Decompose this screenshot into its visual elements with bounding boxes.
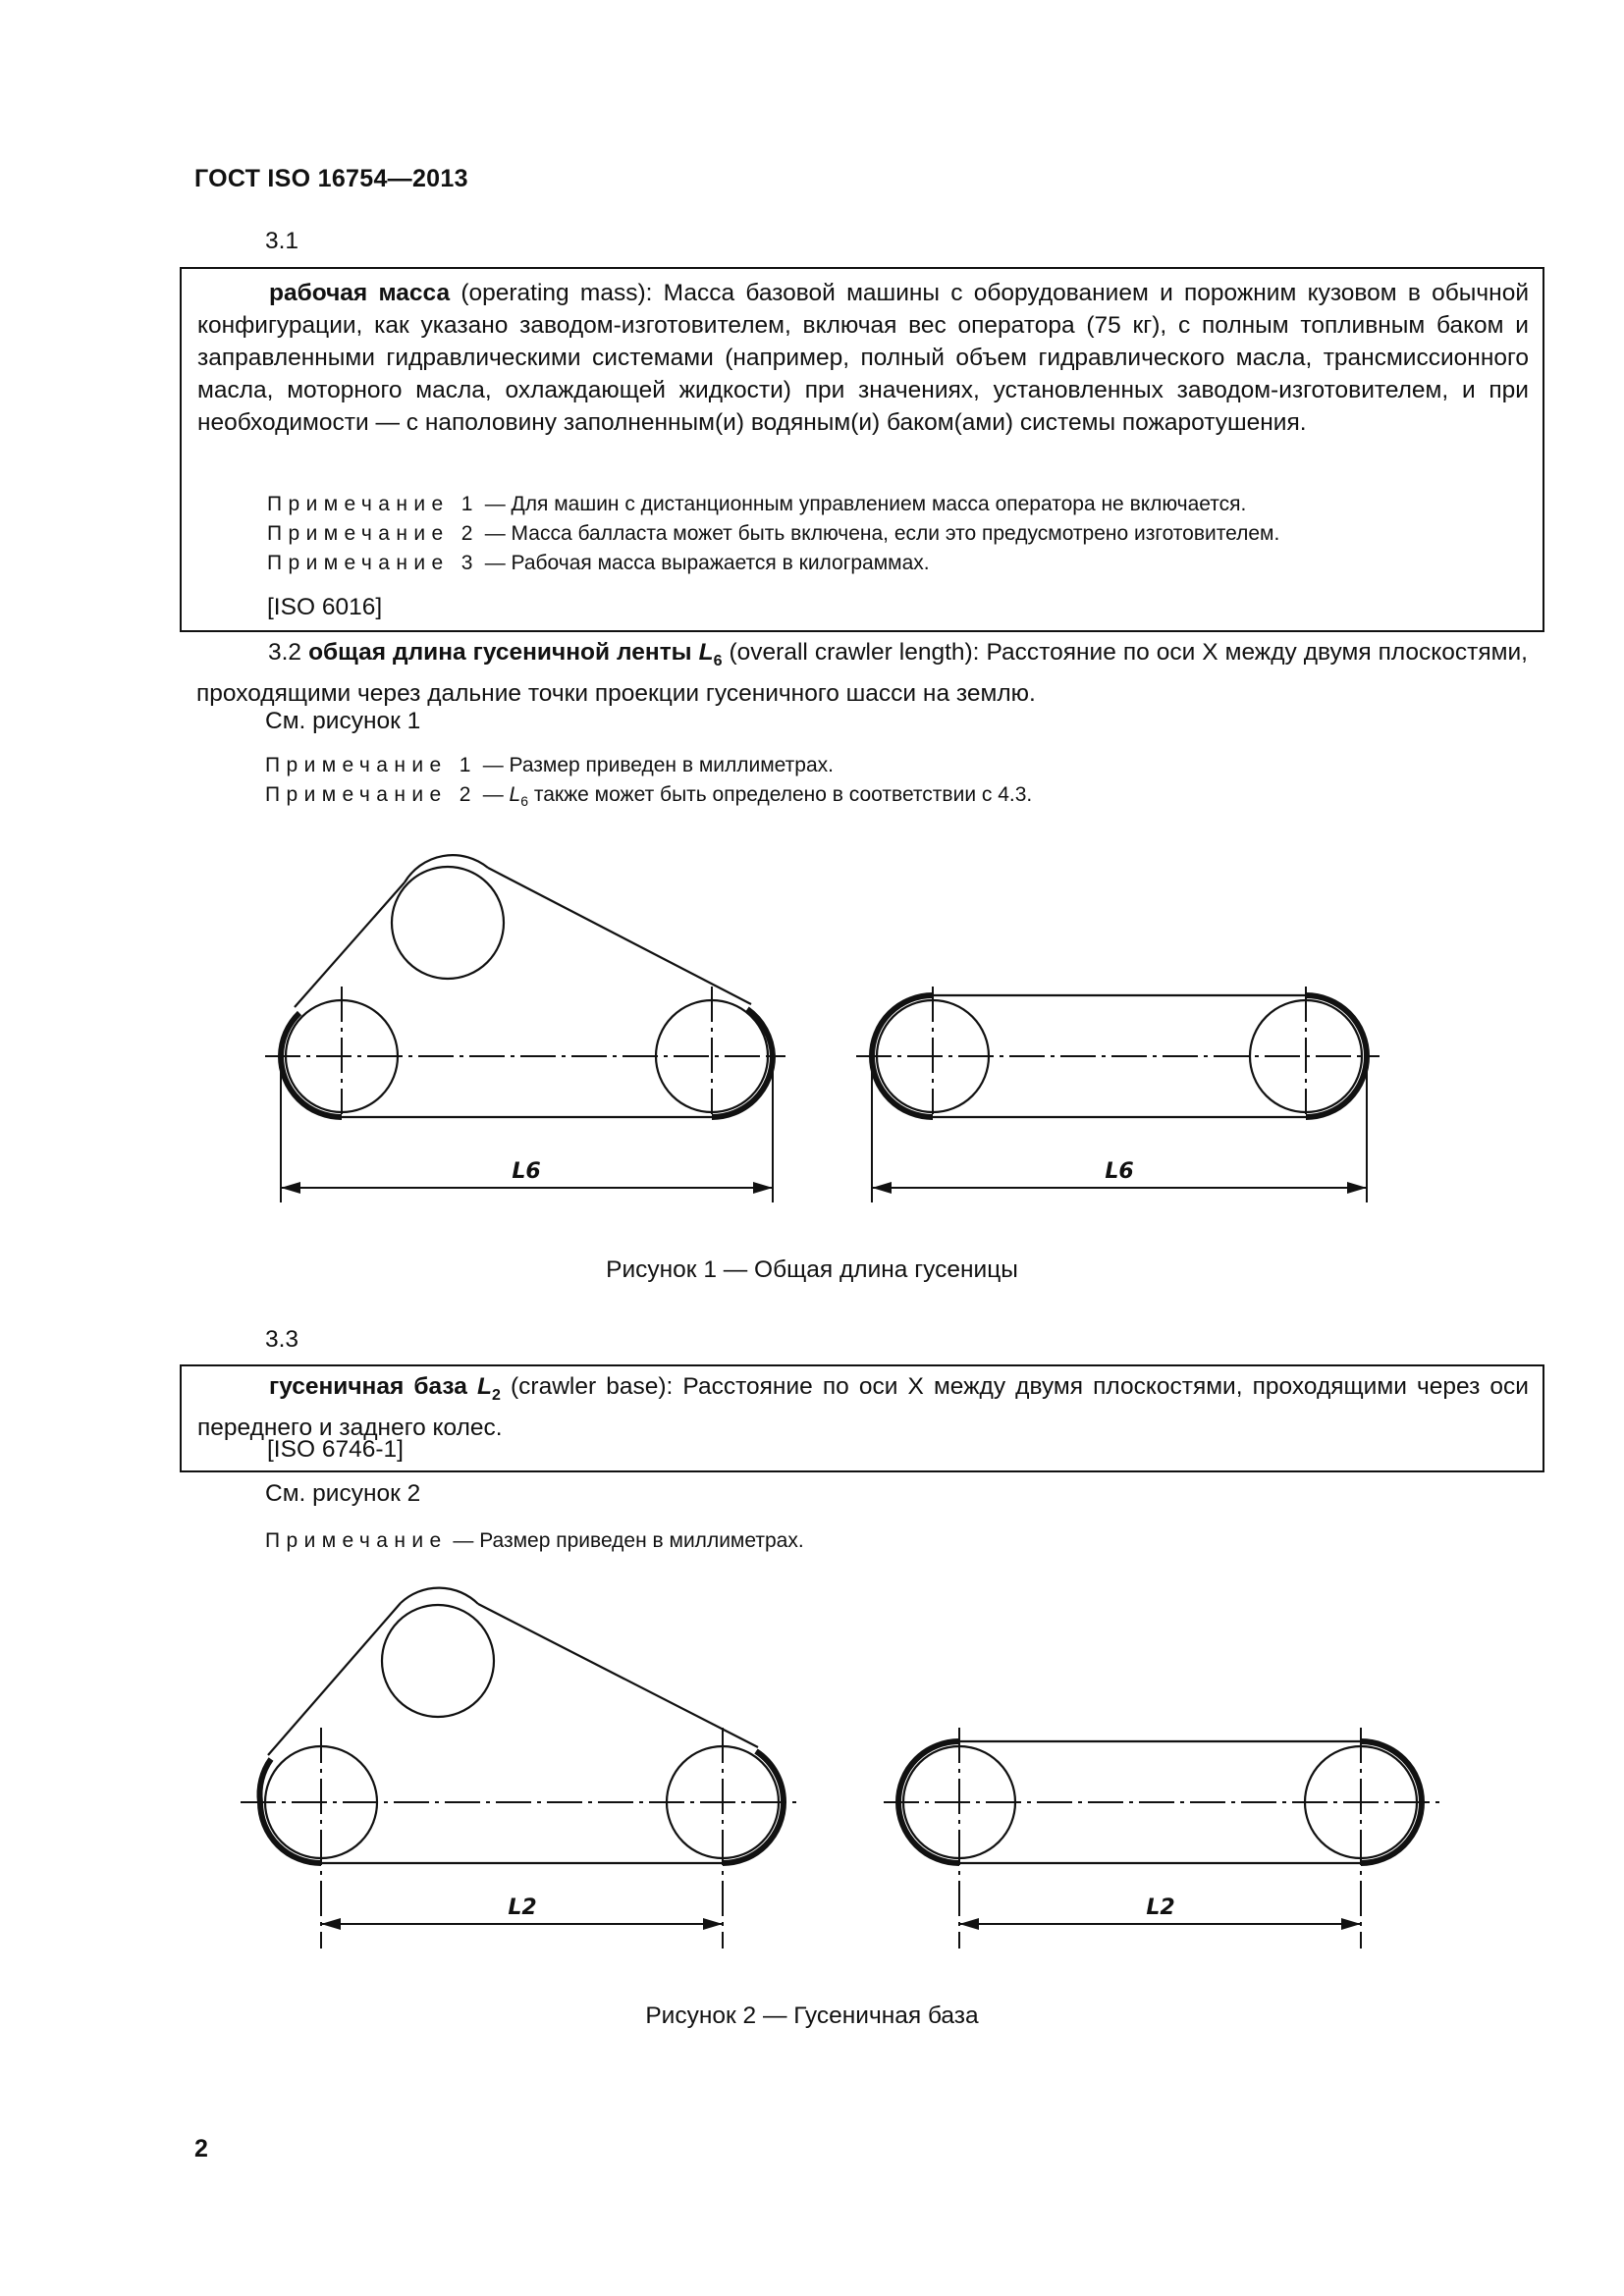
term-crawler-base: гусеничная база (269, 1373, 467, 1400)
symbol-subscript: 6 (713, 652, 723, 669)
top-wheel (390, 865, 506, 981)
arrowhead (703, 1918, 723, 1930)
symbol-L: L (698, 639, 714, 666)
track-top-arc (400, 1586, 479, 1605)
figure-1-triangular-crawler: L6 (265, 854, 785, 1202)
note-3-3: Примечание — Размер приведен в миллиметр… (265, 1526, 804, 1556)
note-label: Примечание 1 (265, 754, 477, 776)
note-text: — Размер приведен в миллиметрах. (447, 1529, 804, 1552)
note-text: — Масса балласта может быть включена, ес… (478, 522, 1280, 545)
note-label: Примечание 1 (267, 493, 479, 515)
dimension-label-l2: L2 (508, 1896, 536, 1920)
definition-text: (overall crawler length): Расстояние по … (196, 639, 1528, 707)
note-dash: — (476, 783, 510, 806)
definition-text: (crawler base): Расстояние по оси X межд… (197, 1373, 1529, 1441)
note-label: Примечание (265, 1529, 448, 1552)
term-overall-crawler-length: общая длина гусеничной ленты (308, 639, 692, 666)
arrowhead (281, 1182, 300, 1194)
arrowhead (872, 1182, 892, 1194)
page-number: 2 (194, 2135, 208, 2163)
see-figure-2: См. рисунок 2 (265, 1480, 421, 1507)
figure-2-caption: Рисунок 2 — Гусеничная база (645, 2002, 979, 2029)
dimension-label-l6: L6 (512, 1159, 540, 1184)
definition-box-3-1: рабочая масса (operating mass): Масса ба… (180, 267, 1544, 632)
note-label: Примечание 2 (267, 522, 479, 545)
source-3-1: [ISO 6016] (267, 594, 383, 620)
definition-text: (operating mass): Масса базовой машины с… (197, 280, 1529, 436)
arrowhead (753, 1182, 773, 1194)
definition-3-3: гусеничная база L2 (crawler base): Расст… (197, 1370, 1529, 1444)
arrowhead (959, 1918, 979, 1930)
track-front-arc (711, 1006, 777, 1120)
note-2: Примечание 2 — L6 также может быть опред… (265, 780, 1532, 816)
term-operating-mass: рабочая масса (269, 280, 451, 306)
figure-1-drawing: L6 L6 (265, 854, 1380, 1202)
track-rear-arc (277, 1010, 343, 1120)
notes-3-1: Примечание 1 — Для машин с дистанционным… (267, 490, 1534, 578)
notes-3-2: Примечание 1 — Размер приведен в миллиме… (265, 751, 1532, 816)
source-3-3: [ISO 6746-1] (267, 1436, 404, 1463)
symbol-subscript: 2 (492, 1386, 501, 1404)
dimension-label-l2: L2 (1146, 1896, 1174, 1920)
definition-3-1: рабочая масса (operating mass): Масса ба… (197, 277, 1529, 439)
track-rear-arc (256, 1757, 322, 1866)
note-2: Примечание 2 — Масса балласта может быть… (267, 519, 1534, 549)
track-upper-left (267, 1602, 402, 1756)
see-figure-1: См. рисунок 1 (265, 708, 421, 734)
note-label: Примечание 2 (265, 783, 477, 806)
section-number-3-1: 3.1 (265, 228, 299, 254)
definition-box-3-3: гусеничная база L2 (crawler base): Расст… (180, 1364, 1544, 1472)
track-upper-left (294, 881, 406, 1008)
section-number-3-2: 3.2 (268, 639, 302, 666)
top-wheel (380, 1603, 496, 1719)
document-header: ГОСТ ISO 16754—2013 (194, 165, 468, 192)
note-text: — Для машин с дистанционным управлением … (478, 493, 1247, 515)
note-1: Примечание 1 — Размер приведен в миллиме… (265, 751, 1532, 780)
symbol-subscript: 6 (520, 793, 529, 810)
section-number-3-3: 3.3 (265, 1326, 299, 1353)
arrowhead (1347, 1182, 1367, 1194)
figure-2-oval-crawler: L2 (884, 1728, 1443, 1949)
figure-2-triangular-crawler: L2 (241, 1586, 800, 1949)
track-front-arc (722, 1748, 787, 1866)
symbol-L: L (509, 783, 521, 806)
definition-3-2: 3.2 общая длина гусеничной ленты L6 (ove… (196, 636, 1528, 710)
note-text: — Размер приведен в миллиметрах. (476, 754, 834, 776)
note-3: Примечание 3 — Рабочая масса выражается … (267, 549, 1534, 578)
figure-1-oval-crawler: L6 (856, 987, 1380, 1202)
track-top-arc (404, 854, 489, 883)
note-label: Примечание 3 (267, 552, 479, 574)
note-text: — Рабочая масса выражается в килограммах… (478, 552, 930, 574)
note-1: Примечание 1 — Для машин с дистанционным… (267, 490, 1534, 519)
arrowhead (1341, 1918, 1361, 1930)
arrowhead (321, 1918, 341, 1930)
note-text: также может быть определено в соответств… (528, 783, 1033, 806)
track-upper-right (477, 1603, 759, 1748)
dimension-label-l6: L6 (1105, 1159, 1133, 1184)
figure-1-caption: Рисунок 1 — Общая длина гусеницы (606, 1256, 1018, 1283)
track-upper-right (487, 867, 752, 1005)
symbol-L: L (477, 1373, 492, 1400)
figure-2-drawing: L2 L2 (241, 1586, 1443, 1949)
